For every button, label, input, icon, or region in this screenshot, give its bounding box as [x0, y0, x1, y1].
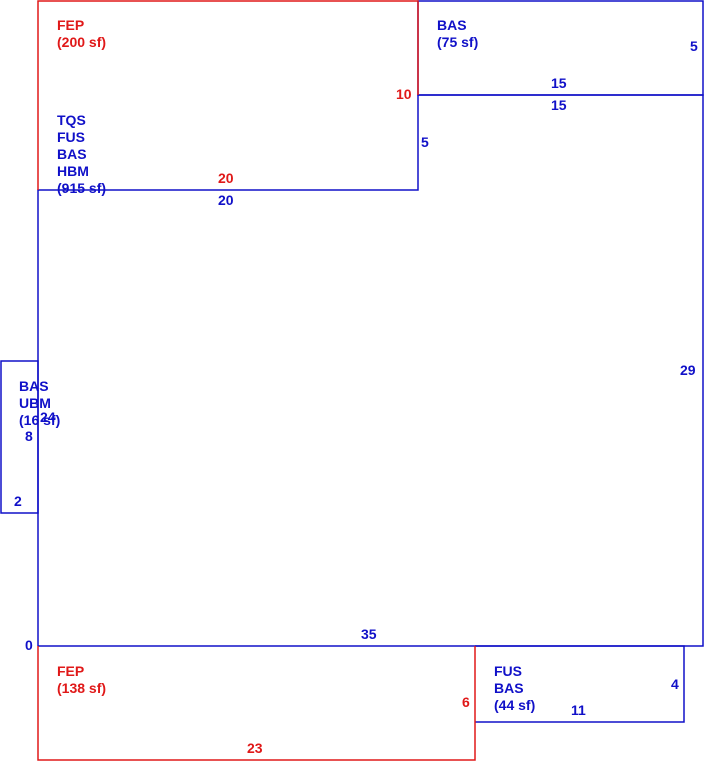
- fep-bottom-label: FEP (138 sf): [57, 663, 106, 697]
- dimension-6: 6: [462, 694, 470, 710]
- fus-bottom-right-area: (44 sf): [494, 697, 536, 713]
- dimension-0: 0: [25, 637, 33, 653]
- main-area: (915 sf): [57, 180, 107, 196]
- fep-bottom-area: (138 sf): [57, 680, 107, 696]
- bas-left-code-2: UBM: [19, 395, 51, 411]
- main-code-2: FUS: [57, 129, 85, 145]
- dimension-15-bottom: 15: [551, 97, 567, 113]
- dimension-20-blue: 20: [218, 192, 234, 208]
- dimension-20-red: 20: [218, 170, 234, 186]
- main-code-3: BAS: [57, 146, 87, 162]
- bas-top-right-code: BAS: [437, 17, 467, 33]
- fep-bottom-code: FEP: [57, 663, 85, 679]
- bas-left-code-1: BAS: [19, 378, 49, 394]
- fus-bottom-right-code-2: BAS: [494, 680, 524, 696]
- fep-top-outline: [37, 0, 419, 190]
- dimension-29: 29: [680, 362, 696, 378]
- bas-left-outline: [0, 360, 39, 514]
- dimension-5-mid: 5: [421, 134, 429, 150]
- bas-left-label: BAS UBM (16 sf): [19, 378, 60, 429]
- main-code-4: HBM: [57, 163, 89, 179]
- dimension-4: 4: [671, 676, 679, 692]
- bas-left-area: (16 sf): [19, 412, 61, 428]
- fep-top-label: FEP (200 sf): [57, 17, 106, 51]
- main-area-label: TQS FUS BAS HBM (915 sf): [57, 112, 106, 197]
- dimension-11: 11: [571, 702, 586, 718]
- fep-top-area: (200 sf): [57, 34, 107, 50]
- fus-bottom-right-code-1: FUS: [494, 663, 522, 679]
- main-code-1: TQS: [57, 112, 86, 128]
- main-area-outline: [37, 94, 704, 647]
- dimension-15-top: 15: [551, 75, 567, 91]
- fep-bottom-outline: [37, 646, 476, 761]
- dimension-35: 35: [361, 626, 377, 642]
- fus-bottom-right-label: FUS BAS (44 sf): [494, 663, 535, 714]
- dimension-24: 24: [40, 409, 56, 425]
- bas-top-right-label: BAS (75 sf): [437, 17, 478, 51]
- dimension-8: 8: [25, 428, 33, 444]
- dimension-2: 2: [14, 493, 22, 509]
- dimension-23: 23: [247, 740, 263, 756]
- dimension-5-right: 5: [690, 38, 698, 54]
- dimension-10: 10: [396, 86, 412, 102]
- fus-bottom-right-outline: [475, 645, 685, 723]
- bas-top-right-area: (75 sf): [437, 34, 479, 50]
- fep-top-code: FEP: [57, 17, 85, 33]
